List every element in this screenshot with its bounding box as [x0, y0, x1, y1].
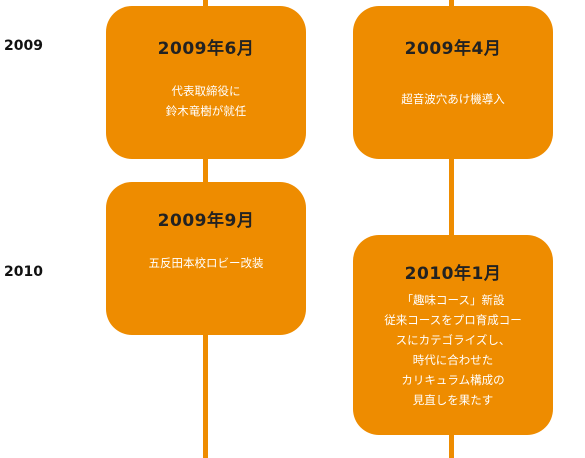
- event-title: 2009年9月: [157, 211, 255, 231]
- event-card-2009-06: 2009年6月 代表取締役に 鈴木竜樹が就任: [106, 6, 306, 159]
- event-description-line: 代表取締役に: [171, 84, 241, 98]
- event-description-line: 従来コースをプロ育成コー: [384, 313, 522, 327]
- event-description: 超音波穴あけ機導入: [353, 89, 553, 109]
- event-card-2009-09: 2009年9月 五反田本校ロビー改装: [106, 182, 306, 335]
- event-description-line: 五反田本校ロビー改装: [148, 256, 264, 270]
- event-title: 2010年1月: [404, 264, 502, 284]
- event-description: 五反田本校ロビー改装: [106, 253, 306, 273]
- year-label-2010: 2010: [4, 264, 43, 280]
- event-title: 2009年6月: [157, 39, 255, 59]
- event-description-line: カリキュラム構成の: [401, 373, 505, 387]
- timeline-line-right: [449, 0, 454, 458]
- event-description-line: 超音波穴あけ機導入: [401, 92, 505, 106]
- event-title: 2009年4月: [404, 39, 502, 59]
- event-description-line: 時代に合わせた: [412, 353, 494, 367]
- event-description: 「趣味コース」新設 従来コースをプロ育成コー スにカテゴライズし、 時代に合わせ…: [353, 290, 553, 410]
- year-label-2009: 2009: [4, 38, 43, 54]
- event-description-line: スにカテゴライズし、: [395, 333, 511, 347]
- event-description: 代表取締役に 鈴木竜樹が就任: [106, 81, 306, 121]
- event-card-2010-01: 2010年1月 「趣味コース」新設 従来コースをプロ育成コー スにカテゴライズし…: [353, 235, 553, 435]
- event-card-2009-04: 2009年4月 超音波穴あけ機導入: [353, 6, 553, 159]
- event-description-line: 「趣味コース」新設: [401, 293, 505, 307]
- event-description-line: 見直しを果たす: [412, 393, 494, 407]
- event-description-line: 鈴木竜樹が就任: [165, 104, 247, 118]
